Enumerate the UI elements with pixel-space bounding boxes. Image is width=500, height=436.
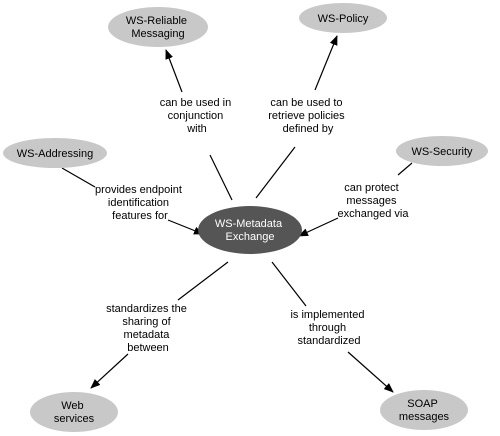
connector-security-to-label <box>397 162 413 176</box>
node-ws-policy-label: WS-Policy <box>318 13 369 25</box>
connector-center-to-soap-label <box>271 261 307 307</box>
node-ws-security-label: WS-Security <box>411 146 473 158</box>
node-ws-reliable-messaging-label: WS-Reliable Messaging <box>126 15 190 40</box>
node-ws-policy: WS-Policy <box>299 3 387 33</box>
connector-center-to-policy-label <box>255 146 296 199</box>
node-ws-metadata-exchange: WS-Metadata Exchange <box>198 206 302 254</box>
arrow-to-ws-policy <box>314 35 338 91</box>
edge-label-addressing: provides endpoint identification feature… <box>95 184 185 222</box>
arrow-to-metadata-exchange-from-addressing <box>167 219 204 235</box>
edge-label-security: can protect messages exchanged via <box>338 182 410 220</box>
node-soap-messages-label: SOAP messages <box>399 398 450 423</box>
connectors <box>61 35 413 393</box>
arrow-to-soap-messages <box>347 351 394 393</box>
node-web-services-label: Web services <box>54 400 95 425</box>
node-soap-messages: SOAP messages <box>380 390 468 430</box>
edge-label-policy: can be used to retrieve policies defined… <box>268 97 347 135</box>
connector-addressing-to-label <box>61 167 96 188</box>
node-ws-reliable-messaging: WS-Reliable Messaging <box>108 7 208 47</box>
connector-center-to-webservices-label <box>177 261 229 301</box>
edge-label-soap: is implemented through standardized <box>290 309 367 347</box>
connector-center-to-reliable-label <box>209 154 233 201</box>
node-ws-addressing: WS-Addressing <box>3 138 107 168</box>
arrow-to-metadata-exchange-from-security <box>298 217 339 237</box>
node-ws-addressing-label: WS-Addressing <box>17 148 93 160</box>
node-ws-metadata-exchange-label: WS-Metadata Exchange <box>215 218 285 243</box>
arrow-to-web-services <box>90 353 129 389</box>
node-ws-security: WS-Security <box>396 136 488 166</box>
arrow-to-reliable-messaging <box>165 49 183 93</box>
edge-label-reliable: can be used in conjunction with <box>160 97 235 135</box>
edge-label-web-services: standardizes the sharing of metadata bet… <box>106 303 190 354</box>
node-web-services: Web services <box>30 392 118 432</box>
